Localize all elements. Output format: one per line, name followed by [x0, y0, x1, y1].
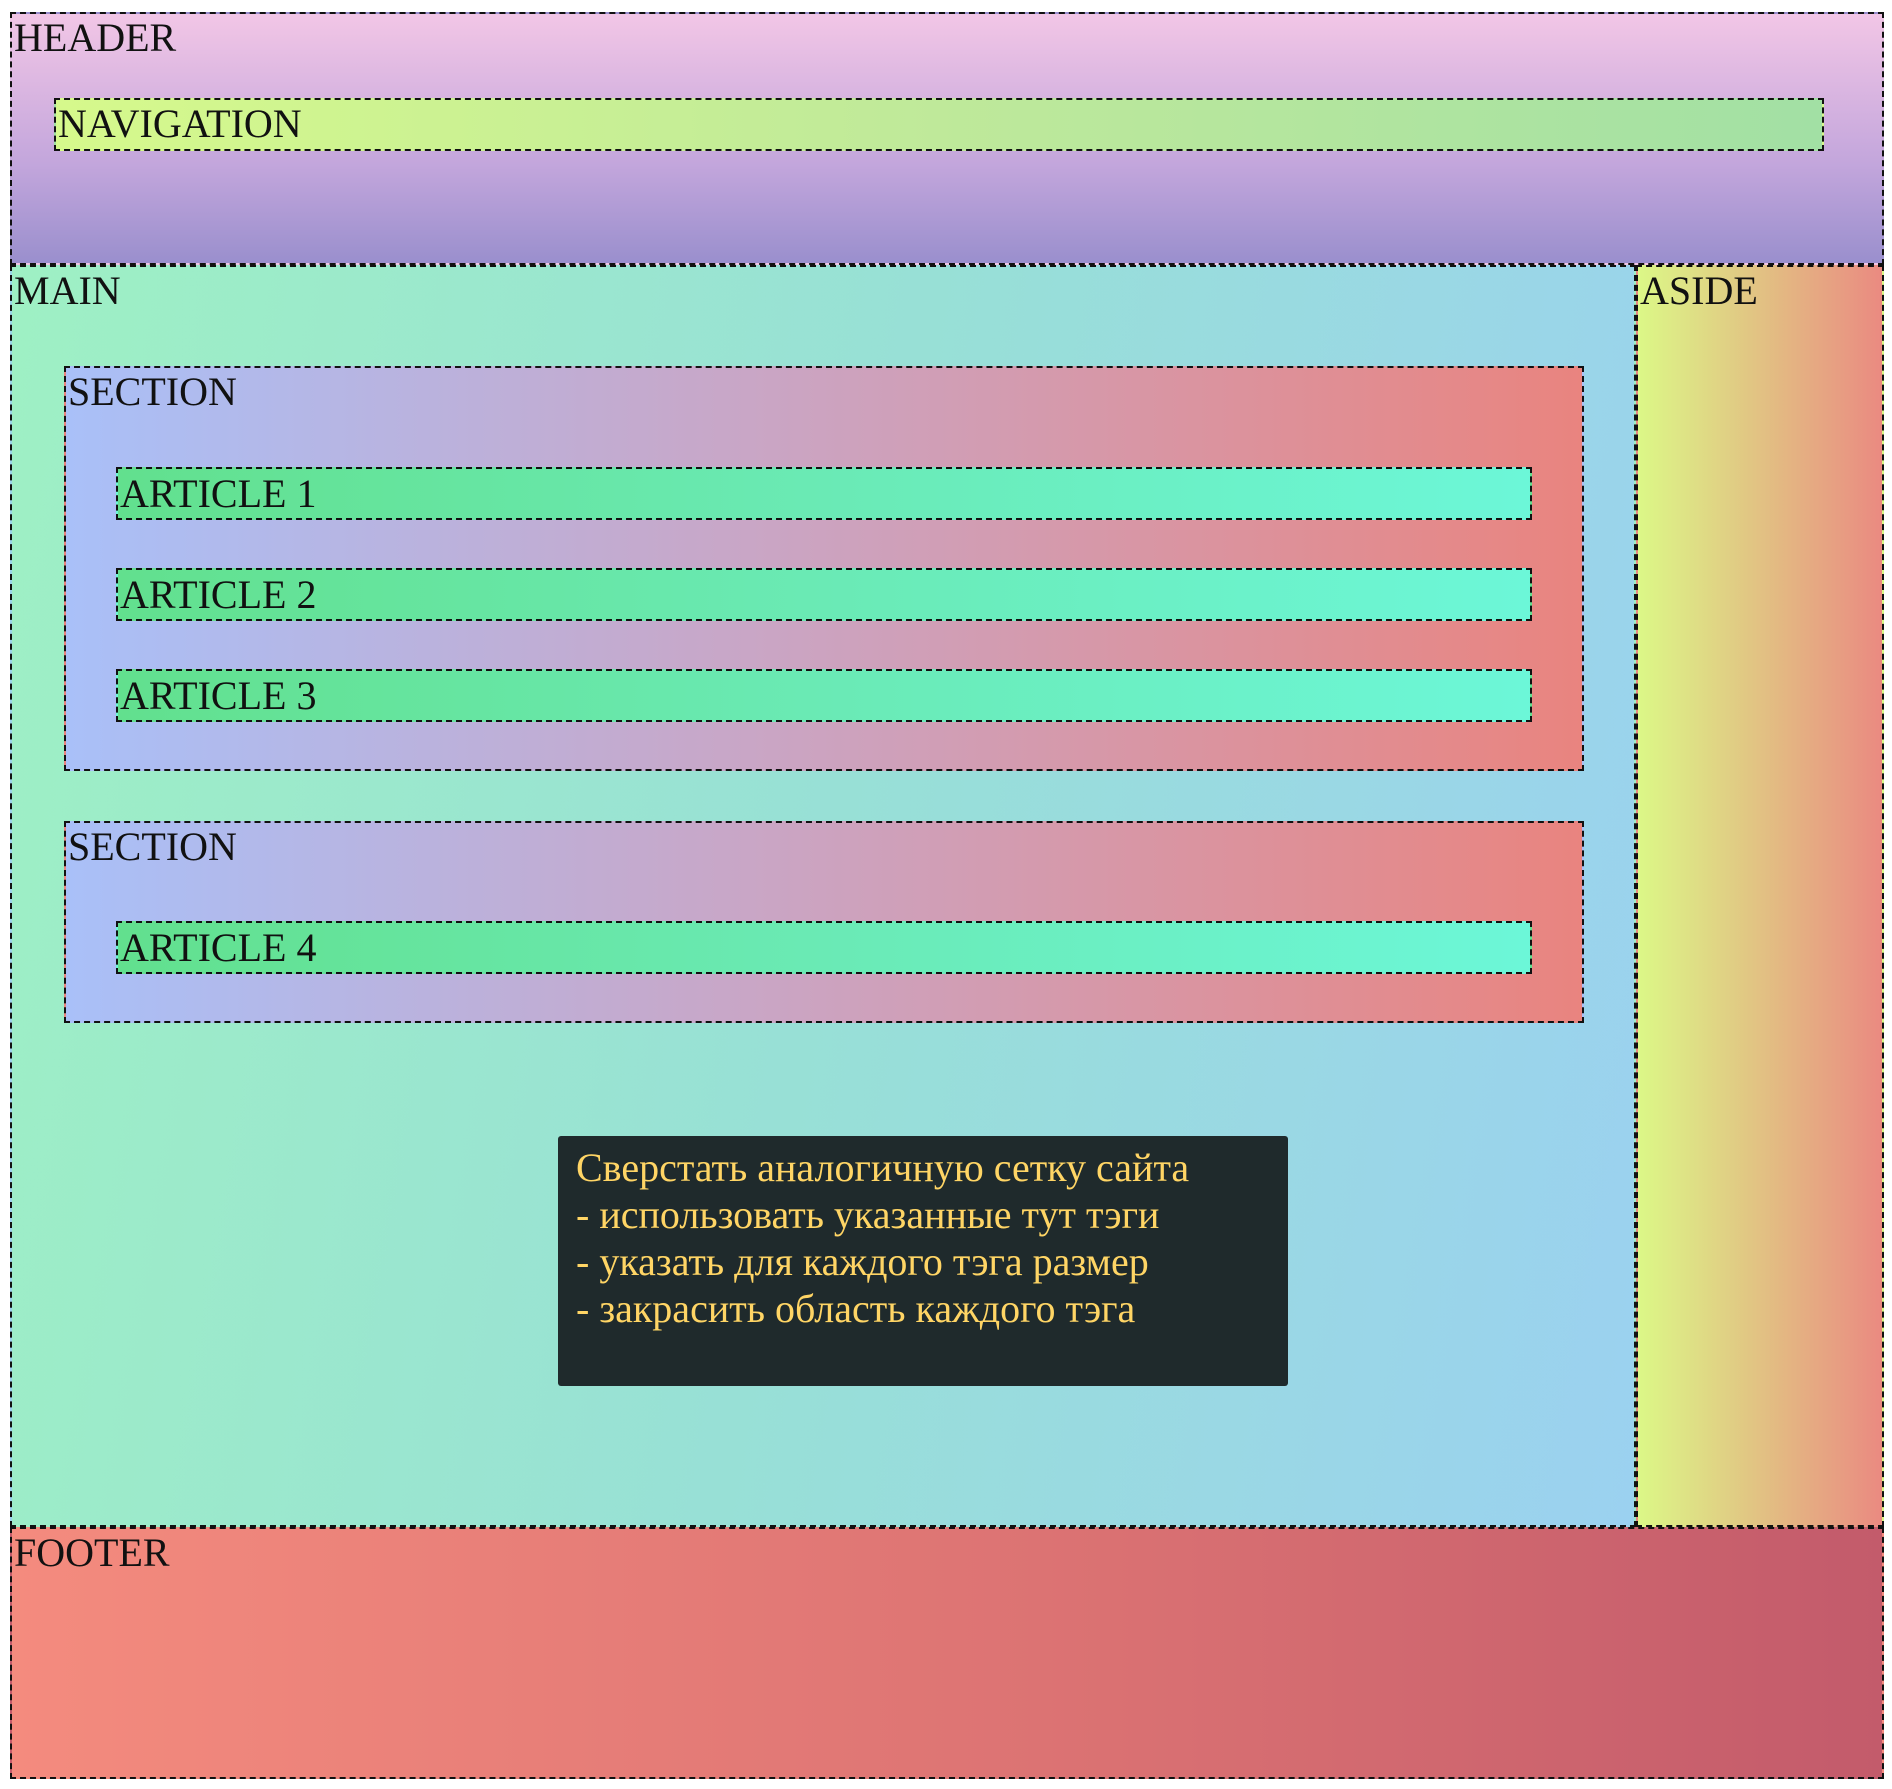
task-note-line-1: Сверстать аналогичную сетку сайта: [576, 1145, 1190, 1190]
aside-label: ASIDE: [1640, 268, 1758, 313]
task-note-line-2: - использовать указанные тут тэги: [576, 1192, 1160, 1237]
task-note-line-4: - закрасить область каждого тэга: [576, 1286, 1136, 1331]
article-label: ARTICLE 1: [120, 471, 317, 516]
article-block-2: ARTICLE 2: [116, 568, 1532, 621]
section-block-1: SECTION ARTICLE 1 ARTICLE 2 ARTICLE 3: [64, 366, 1584, 771]
article-block-4: ARTICLE 4: [116, 921, 1532, 974]
section-label: SECTION: [68, 369, 237, 414]
header-block: HEADER NAVIGATION: [10, 12, 1884, 265]
footer-block: FOOTER: [10, 1527, 1884, 1779]
navigation-label: NAVIGATION: [58, 101, 302, 146]
article-block-1: ARTICLE 1: [116, 467, 1532, 520]
section-block-2: SECTION ARTICLE 4: [64, 821, 1584, 1023]
header-label: HEADER: [14, 15, 177, 60]
task-note-line-3: - указать для каждого тэга размер: [576, 1239, 1149, 1284]
article-label: ARTICLE 4: [120, 925, 317, 970]
footer-label: FOOTER: [14, 1530, 170, 1575]
article-label: ARTICLE 3: [120, 673, 317, 718]
section-label: SECTION: [68, 824, 237, 869]
task-note: Сверстать аналогичную сетку сайта - испо…: [558, 1136, 1288, 1386]
article-label: ARTICLE 2: [120, 572, 317, 617]
main-label: MAIN: [14, 268, 121, 313]
navigation-block: NAVIGATION: [54, 98, 1824, 151]
main-block: MAIN SECTION ARTICLE 1 ARTICLE 2 ARTICLE…: [10, 265, 1636, 1527]
aside-block: ASIDE: [1636, 265, 1884, 1527]
article-block-3: ARTICLE 3: [116, 669, 1532, 722]
